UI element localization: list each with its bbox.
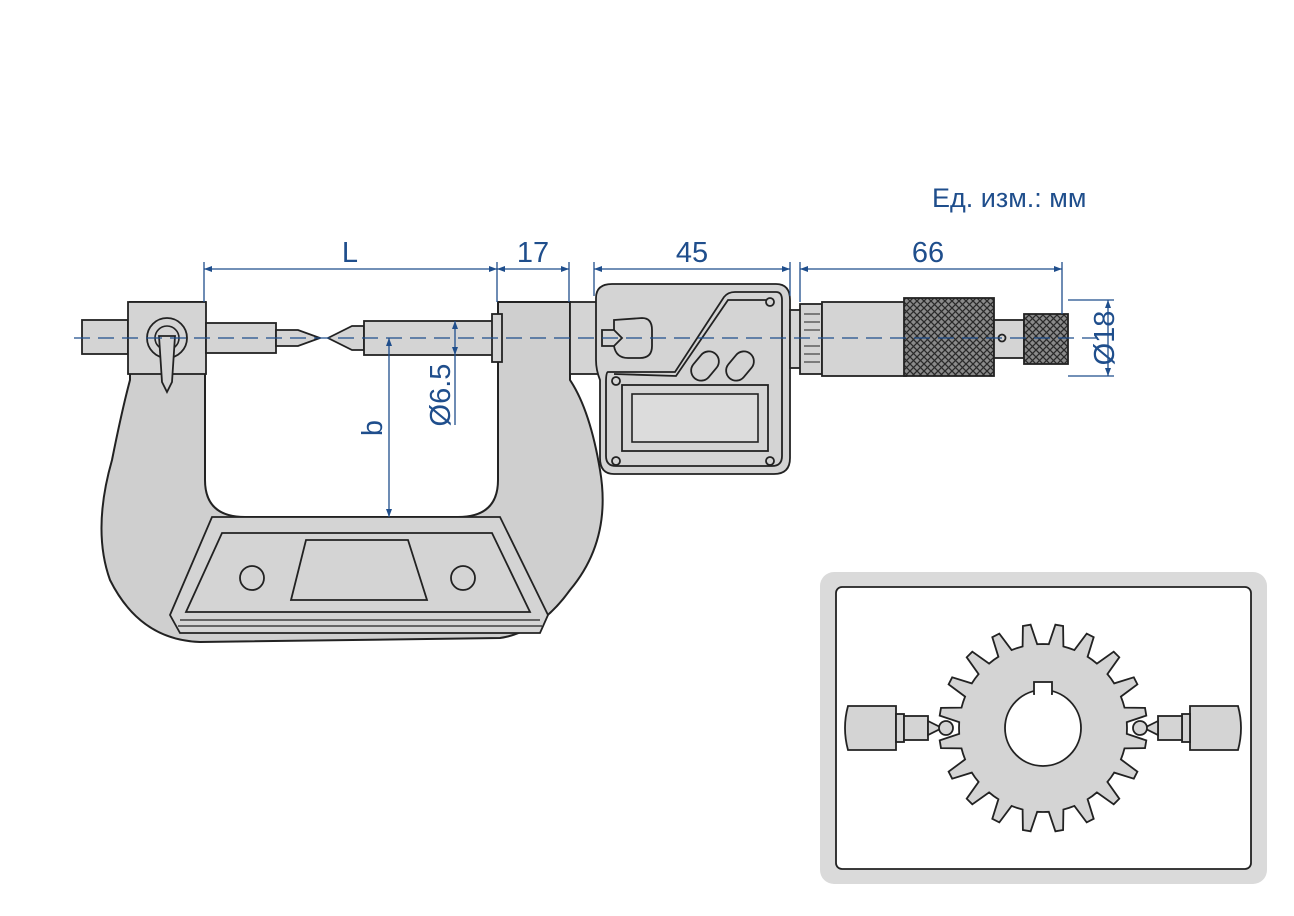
thimble-assembly — [789, 297, 1069, 377]
display-buttons — [690, 350, 755, 382]
dimension-dia18: Ø18 — [1068, 299, 1121, 377]
gear-measurement-inset — [820, 572, 1267, 884]
gear — [938, 623, 1148, 833]
anvil-lock-clamp — [146, 317, 188, 395]
dimension-b: b — [357, 338, 392, 517]
dimension-dia18-label: Ø18 — [1089, 311, 1121, 366]
dimension-b-label: b — [357, 420, 389, 436]
frame-grip-plate — [168, 516, 549, 634]
ratchet-knob — [1023, 313, 1069, 365]
dimension-17-label: 17 — [517, 237, 549, 269]
dimension-45-label: 45 — [676, 237, 708, 269]
units-label: Ед. изм.: мм — [932, 183, 1086, 213]
dimension-dia6-5-label: Ø6.5 — [425, 364, 457, 427]
micrometer-frame — [100, 301, 604, 644]
dimension-17: 17 — [497, 237, 570, 302]
gear-bore — [1004, 689, 1082, 767]
dimension-66: 66 — [799, 237, 1063, 314]
frame-screw-right — [450, 565, 476, 591]
inset-left-anvil — [844, 705, 954, 751]
digital-display-housing — [595, 283, 791, 475]
frame-screw-left — [239, 565, 265, 591]
anvil-assembly — [81, 301, 323, 395]
dimension-L: L — [203, 237, 498, 302]
dimension-45: 45 — [593, 237, 791, 296]
inset-right-anvil — [1132, 705, 1242, 751]
dimension-L-label: L — [342, 237, 358, 269]
thimble-graduations — [804, 313, 820, 363]
knurled-thimble — [903, 297, 995, 377]
dimension-dia6-5: Ø6.5 — [425, 321, 458, 426]
dimension-66-label: 66 — [912, 237, 944, 269]
lcd-screen — [621, 384, 769, 452]
